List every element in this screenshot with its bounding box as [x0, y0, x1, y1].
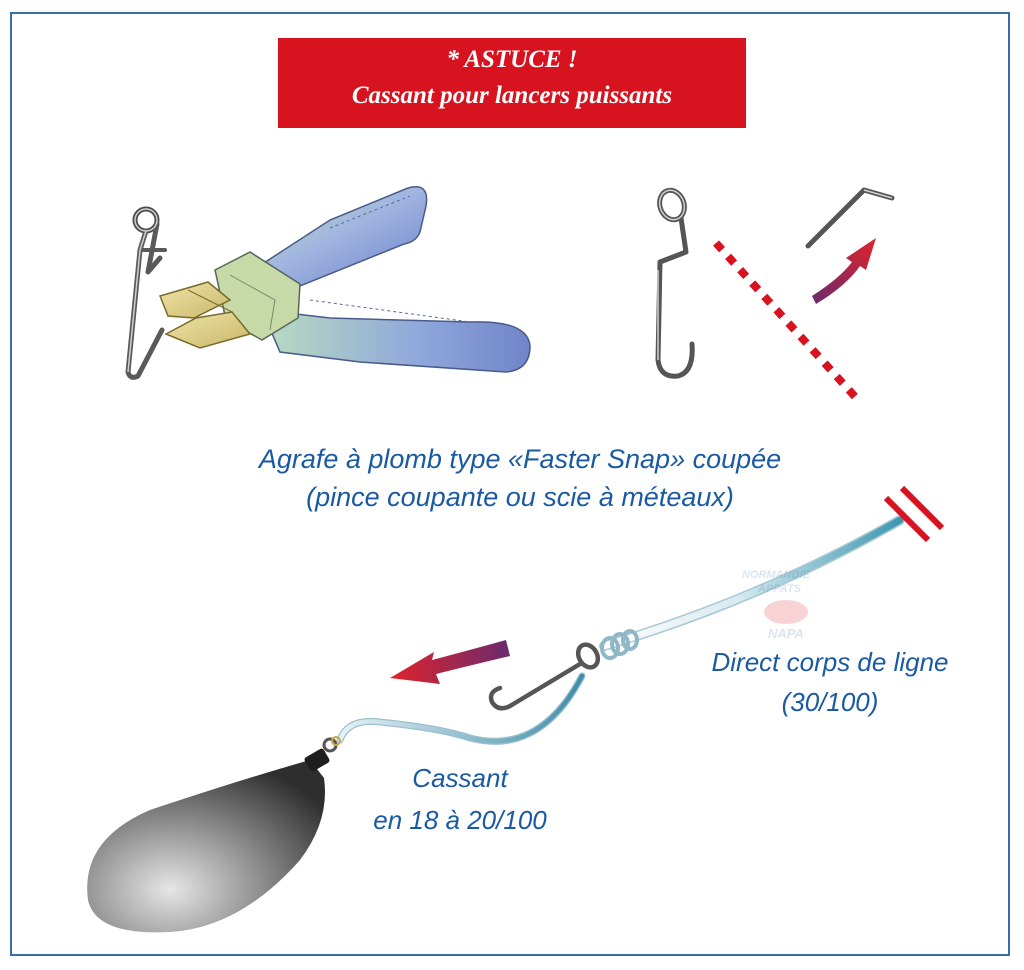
main-line-caption: Direct corps de ligne (30/100) [670, 642, 990, 722]
snap-caption: Agrafe à plomb type «Faster Snap» coupée… [180, 440, 860, 516]
banner-title: * ASTUCE ! [446, 46, 578, 73]
pliers-upper-handle [248, 186, 428, 287]
watermark-line3: NAPA [768, 626, 804, 641]
snap-caption-line1: Agrafe à plomb type «Faster Snap» coupée [258, 444, 782, 474]
tip-banner: * ASTUCE ! Cassant pour lancers puissant… [278, 38, 746, 128]
pliers-upper-jaw [158, 281, 232, 319]
diagram-frame [10, 12, 1010, 956]
snap-clip-in-pliers [125, 206, 167, 380]
cut-piece [805, 187, 895, 249]
cut-snap-on-line [488, 642, 601, 711]
knot [600, 629, 639, 660]
watermark-logo: NORMANDIE APPATS NAPA [742, 569, 810, 641]
snap-caption-line2: (pince coupante ou scie à méteaux) [306, 482, 734, 512]
pliers-lower-jaw [164, 311, 252, 349]
watermark-line1: NORMANDIE [742, 569, 810, 581]
breakaway-line [336, 672, 586, 745]
cast-direction-arrow [390, 640, 510, 684]
cut-direction-arrow [812, 238, 876, 304]
breakaway-caption: Cassant en 18 à 20/100 [330, 757, 590, 841]
breakaway-caption-line1: Cassant [412, 763, 508, 793]
lead-weight [87, 736, 341, 933]
main-line-caption-line2: (30/100) [781, 687, 879, 717]
cut-line [713, 240, 861, 403]
breakaway-caption-line2: en 18 à 20/100 [373, 805, 547, 835]
snap-clip-cut [655, 187, 695, 379]
line-end-marks [883, 485, 945, 543]
banner-subtitle: Cassant pour lancers puissants [351, 82, 673, 109]
pliers-icon [158, 186, 531, 373]
watermark-line2: APPATS [757, 583, 802, 595]
main-line-caption-line1: Direct corps de ligne [711, 647, 949, 677]
snap-clip-cut-highlight [657, 189, 686, 360]
snap-clip-highlight [127, 208, 158, 373]
pliers-lower-handle [260, 309, 531, 373]
main-line [599, 515, 905, 651]
